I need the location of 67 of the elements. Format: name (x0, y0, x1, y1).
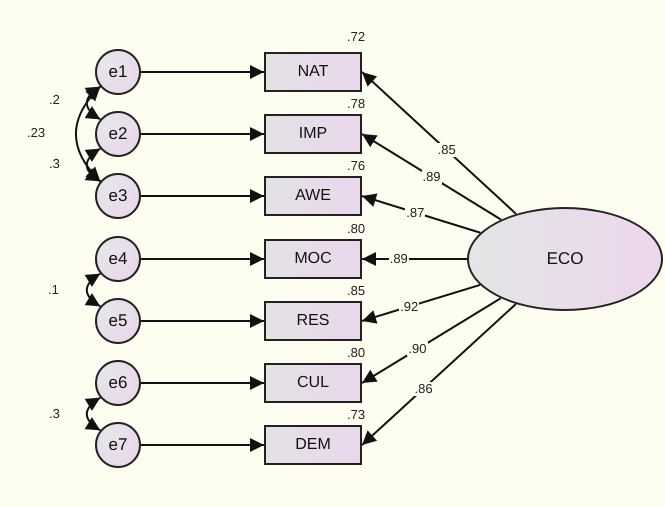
variable-box (264, 176, 362, 216)
error-circle (95, 236, 141, 282)
edge-label: .90 (407, 342, 428, 356)
edge-label: .1 (47, 283, 60, 297)
edge-label: .85 (436, 143, 457, 158)
node-label: AWE (295, 187, 331, 205)
path-arrow (141, 252, 264, 266)
edge-label: .86 (414, 382, 434, 396)
path-arrow (141, 376, 264, 390)
node-label: MOC (294, 250, 332, 268)
edge-label: .89 (421, 170, 442, 184)
error-circle (95, 173, 141, 219)
covariance-arrow (84, 86, 101, 120)
path-arrow (361, 71, 517, 215)
node-label: NAT (298, 63, 328, 81)
node-label: e7 (108, 435, 128, 455)
node-label: CUL (296, 374, 329, 392)
edge-label: .23 (26, 126, 46, 140)
r-squared-label: .72 (347, 30, 366, 44)
covariance-arrow (84, 272, 101, 308)
edge-label: .92 (399, 300, 420, 314)
covariance-arrow (75, 86, 102, 182)
path-arrow (141, 314, 264, 328)
path-arrow (141, 65, 264, 79)
node-label: IMP (298, 125, 328, 143)
path-arrow (141, 189, 264, 203)
path-arrow (362, 284, 480, 324)
error-circle (95, 360, 141, 406)
r-squared-label: .85 (347, 284, 366, 298)
path-arrow (361, 297, 502, 384)
error-circle (95, 422, 141, 468)
node-label: RES (296, 312, 330, 330)
path-arrow (361, 133, 502, 220)
node-label: e3 (108, 186, 128, 206)
path-arrow (141, 127, 264, 141)
error-circle (95, 111, 141, 157)
variable-box (264, 301, 362, 341)
covariance-arrow (84, 396, 101, 432)
node-label: e1 (108, 62, 128, 82)
path-arrow (362, 252, 467, 266)
edge-label: .3 (48, 157, 61, 171)
edge-label: .3 (48, 407, 61, 421)
r-squared-label: .80 (347, 346, 366, 360)
node-label: e5 (108, 311, 128, 331)
r-squared-label: .76 (347, 159, 366, 173)
r-squared-label: .78 (347, 97, 366, 111)
path-arrow (361, 303, 517, 446)
node-label: e4 (108, 249, 128, 269)
variable-box (264, 239, 362, 279)
covariance-arrow (84, 148, 101, 182)
r-squared-label: .73 (347, 408, 366, 422)
edge-label: .87 (405, 206, 426, 220)
variable-box (264, 114, 362, 154)
variable-box (264, 425, 362, 465)
path-arrow (141, 438, 264, 452)
node-label: ECO (546, 249, 584, 269)
node-label: e2 (108, 124, 128, 144)
variable-box (264, 52, 362, 92)
node-label: e6 (108, 373, 128, 393)
r-squared-label: .80 (347, 222, 366, 236)
variable-box (264, 363, 362, 403)
error-circle (95, 49, 141, 95)
node-label: DEM (295, 436, 331, 454)
error-circle (95, 298, 141, 344)
path-arrow (362, 193, 481, 234)
edge-label: .2 (48, 93, 61, 107)
edge-label: .89 (388, 252, 409, 266)
